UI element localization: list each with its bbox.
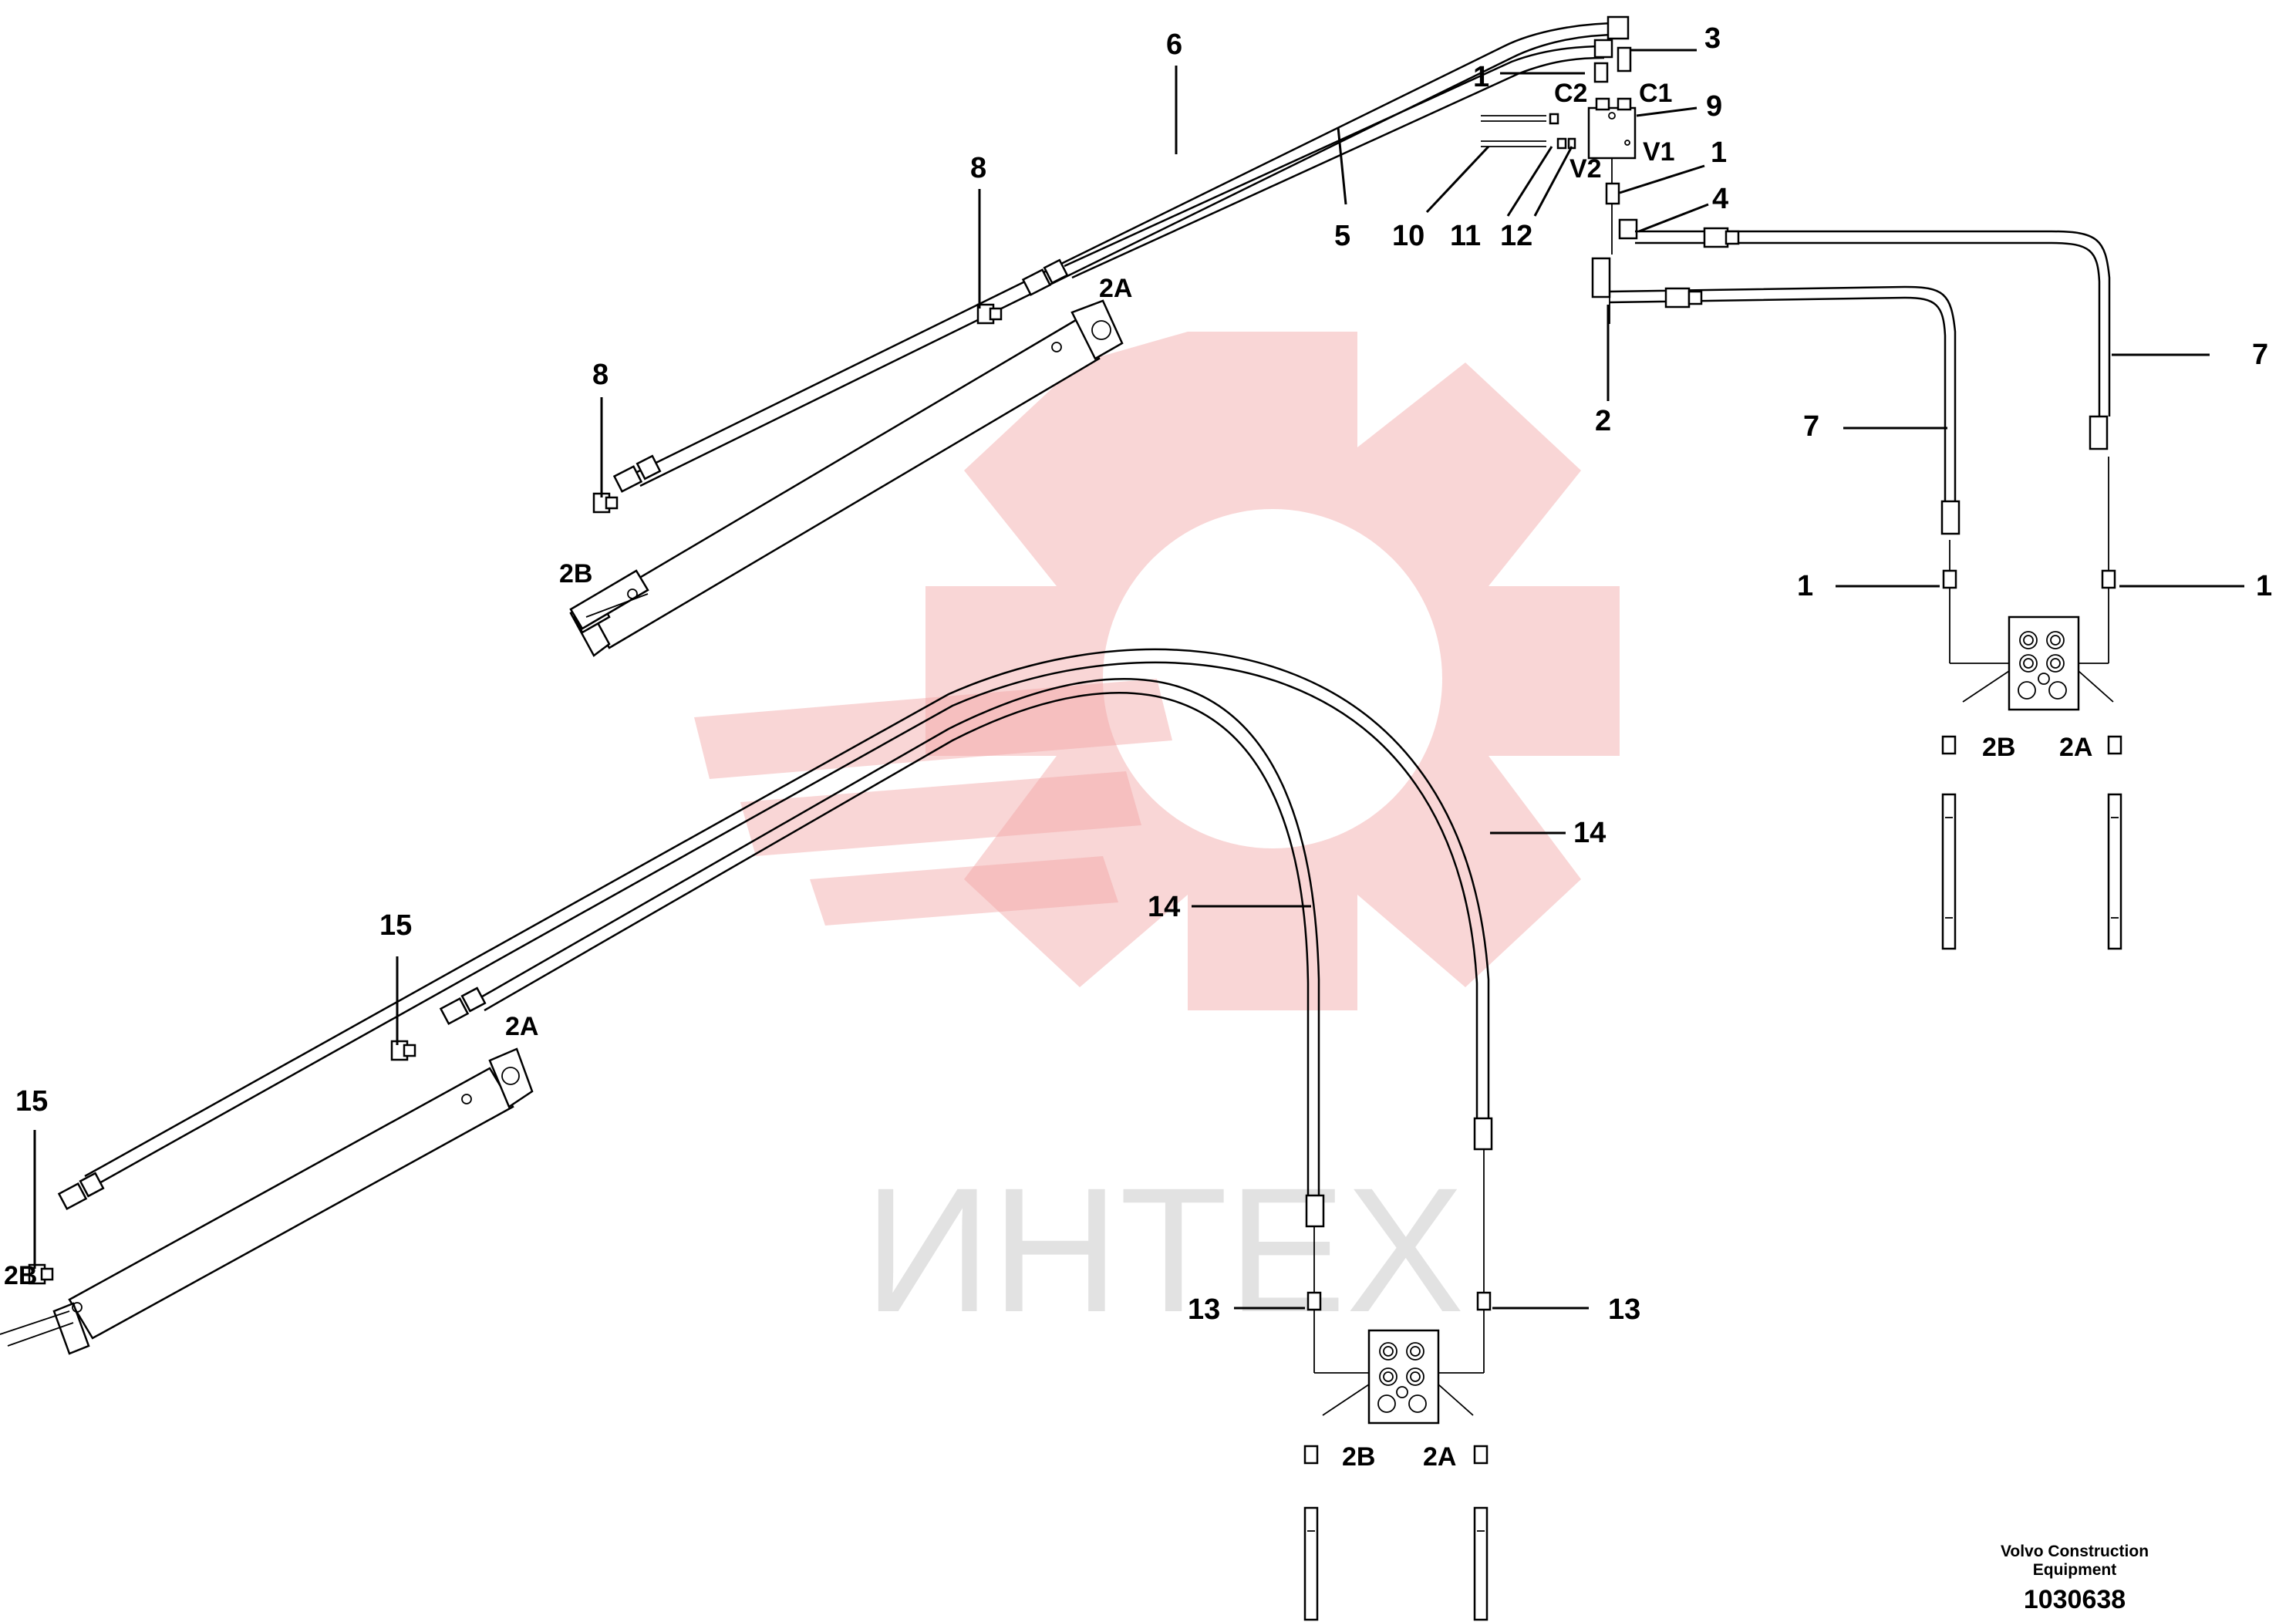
elbow-fitting-8-upper <box>976 303 1003 325</box>
callout-7-right: 7 <box>2252 339 2268 371</box>
port-c2: C2 <box>1554 79 1587 108</box>
port-v2: V2 <box>1569 154 1602 184</box>
port-valve-bottom-2a: 2A <box>1423 1442 1456 1472</box>
callout-1-mid: 1 <box>1711 137 1727 169</box>
control-valve-right <box>1941 457 2122 950</box>
lower-cylinder <box>0 1047 534 1355</box>
callout-14-left: 14 <box>1148 891 1180 923</box>
callout-9: 9 <box>1706 90 1722 123</box>
footer: Volvo Construction Equipment 1030638 <box>2001 1543 2149 1614</box>
port-valve-bottom-2b: 2B <box>1342 1442 1375 1472</box>
upper-cylinder <box>569 299 1124 657</box>
callout-8-bottom: 8 <box>592 359 609 391</box>
watermark-text: ИНТЕХ <box>864 1151 1465 1349</box>
callout-labels: 6 5 1 3 9 1 4 2 7 7 1 1 8 8 10 11 12 14 … <box>15 22 2272 1326</box>
footer-company-line2: Equipment <box>2033 1561 2117 1579</box>
callout-10: 10 <box>1392 220 1424 252</box>
callout-5: 5 <box>1334 220 1350 252</box>
callout-4: 4 <box>1712 183 1728 215</box>
hose-7-left <box>1609 285 1961 535</box>
upper-hose-fittings <box>612 15 1630 493</box>
drawing-number: 1030638 <box>2024 1585 2126 1614</box>
hose-7-right <box>1635 227 2111 450</box>
lower-hose-fittings <box>57 986 1493 1228</box>
callout-1-right: 1 <box>2256 570 2272 602</box>
footer-company-line1: Volvo Construction <box>2001 1543 2149 1560</box>
port-lower-2b: 2B <box>4 1261 37 1290</box>
valve-block-9 <box>1587 97 1637 160</box>
elbow-fitting-15-lower <box>28 1263 54 1285</box>
hose-14-outer <box>84 648 1490 1189</box>
fittings-1-3-top <box>1593 46 1632 83</box>
callout-14-right: 14 <box>1573 817 1606 849</box>
callout-3: 3 <box>1704 22 1721 55</box>
port-c1: C1 <box>1639 79 1672 108</box>
port-valve-right-2a: 2A <box>2059 733 2092 762</box>
port-lower-2a: 2A <box>505 1012 538 1041</box>
leader-lines <box>33 49 2244 1310</box>
port-labels: C2 C1 V1 V2 2A 2B 2A 2B 2B 2A 2B 2A <box>4 79 2092 1472</box>
hose-14-inner <box>477 678 1320 1195</box>
callout-13-left: 13 <box>1188 1293 1220 1326</box>
callout-8-top: 8 <box>970 152 986 184</box>
callout-13-right: 13 <box>1608 1293 1640 1326</box>
callout-1-left: 1 <box>1797 570 1813 602</box>
hose-6 <box>632 22 1620 487</box>
elbow-fitting-15-upper <box>390 1040 416 1061</box>
callout-15-top: 15 <box>379 909 412 942</box>
callout-15-bottom: 15 <box>15 1085 48 1118</box>
elbow-fitting-8-lower <box>592 492 619 514</box>
callout-11: 11 <box>1450 220 1481 252</box>
bolts-10-11-12 <box>1481 113 1576 150</box>
callout-6: 6 <box>1166 29 1182 61</box>
callout-1-top: 1 <box>1473 61 1489 93</box>
port-valve-right-2b: 2B <box>1982 733 2015 762</box>
fittings-1-4-2-mid <box>1591 158 1638 324</box>
port-v1: V1 <box>1643 137 1675 167</box>
control-valve-bottom <box>1303 1149 1492 1621</box>
callout-12: 12 <box>1500 220 1532 252</box>
callout-2: 2 <box>1595 405 1611 437</box>
callout-7-left: 7 <box>1803 410 1819 443</box>
port-upper-2a: 2A <box>1099 274 1132 303</box>
port-upper-2b: 2B <box>559 559 592 588</box>
